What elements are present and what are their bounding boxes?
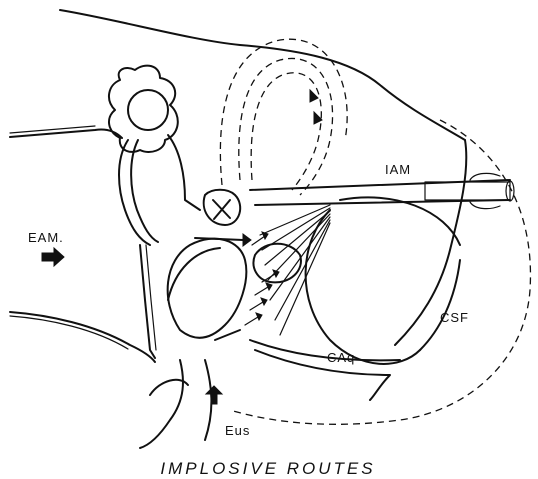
semicircular-canal xyxy=(220,39,347,195)
label-eus: Eus xyxy=(225,423,250,438)
eus-arrow xyxy=(206,386,222,404)
eam-arrow xyxy=(42,248,64,266)
internal-auditory-meatus xyxy=(250,173,514,208)
eustachian-tube xyxy=(140,360,211,448)
label-caq: CAq xyxy=(327,350,355,365)
label-csf: CSF xyxy=(440,310,469,325)
tympanic-membrane xyxy=(140,245,156,358)
cochlea xyxy=(168,239,301,338)
cochlear-aqueduct xyxy=(250,340,400,400)
figure-caption: IMPLOSIVE ROUTES xyxy=(160,459,375,478)
skull-outline xyxy=(60,10,530,424)
label-iam: IAM xyxy=(385,162,411,177)
label-eam: EAM. xyxy=(28,230,64,245)
